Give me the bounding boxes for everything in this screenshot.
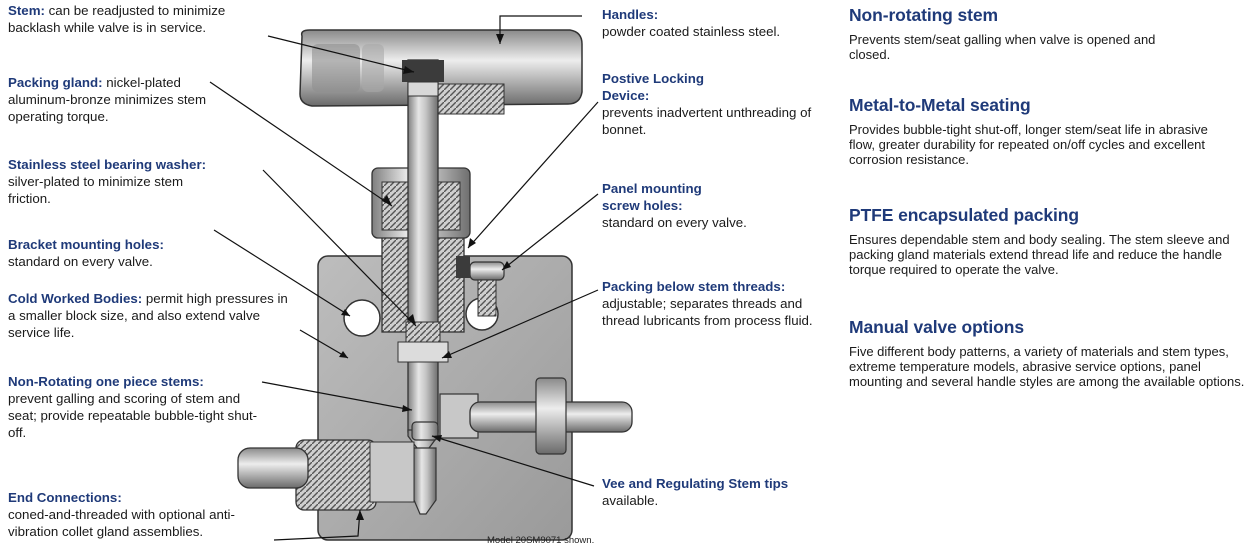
callout-non-rotating-stems-title: Non-Rotating one piece stems:: [8, 374, 204, 389]
callout-end-connections-title: End Connections:: [8, 490, 122, 505]
feature-title: Non-rotating stem: [849, 5, 998, 25]
callout-packing-below-text: adjustable; separates threads and thread…: [602, 296, 813, 328]
callout-handles: Handles: powder coated stainless steel.: [602, 6, 832, 40]
feature-text: Ensures dependable stem and body sealing…: [849, 232, 1230, 277]
stem: [407, 59, 439, 433]
feature-metal-seating: Metal-to-Metal seating Provides bubble-t…: [849, 95, 1249, 167]
feature-text: Provides bubble-tight shut-off, longer s…: [849, 122, 1208, 167]
callout-bearing-washer-text: silver-plated to minimize stem friction.: [8, 174, 184, 206]
feature-non-rotating-stem: Non-rotating stem Prevents stem/seat gal…: [849, 5, 1249, 62]
callout-packing-below-title: Packing below stem threads:: [602, 279, 786, 294]
callout-packing-gland-text: nickel-plated aluminum-bronze minimizes …: [8, 75, 207, 124]
feature-title: Metal-to-Metal seating: [849, 95, 1031, 115]
callout-non-rotating-stems-text: prevent galling and scoring of stem and …: [8, 391, 258, 440]
callout-non-rotating-stems: Non-Rotating one piece stems: prevent gal…: [8, 373, 270, 441]
callout-end-connections: End Connections: coned-and-threaded with …: [8, 489, 278, 540]
callout-cold-worked-title: Cold Worked Bodies:: [8, 291, 143, 306]
callout-handles-title: Handles:: [602, 7, 659, 22]
callout-end-connections-text: coned-and-threaded with optional anti-vi…: [8, 507, 235, 539]
callout-panel-holes-title: Panel mounting screw holes:: [602, 181, 702, 213]
feature-ptfe-packing: PTFE encapsulated packing Ensures depend…: [849, 205, 1249, 277]
callout-stem: Stem: can be readjusted to minimize back…: [8, 2, 270, 36]
feature-title: Manual valve options: [849, 317, 1024, 337]
callout-stem-text: can be readjusted to minimize backlash w…: [8, 3, 226, 35]
callout-handles-text: powder coated stainless steel.: [602, 24, 781, 39]
callout-packing-gland-title: Packing gland:: [8, 75, 103, 90]
callout-bracket-holes-title: Bracket mounting holes:: [8, 237, 164, 252]
feature-text: Five different body patterns, a variety …: [849, 344, 1245, 389]
callout-panel-holes-text: standard on every valve.: [602, 215, 747, 230]
callout-locking-device-title: Postive Locking Device:: [602, 71, 704, 103]
feature-text: Prevents stem/seat galling when valve is…: [849, 32, 1156, 62]
feature-title: PTFE encapsulated packing: [849, 205, 1079, 225]
callout-bracket-holes: Bracket mounting holes: standard on every…: [8, 236, 228, 270]
leader-lines: [209, 15, 599, 541]
callout-vee-tips: Vee and Regulating Stem tips available.: [602, 475, 817, 509]
leader-arrowheads: [339, 34, 511, 520]
callout-packing-below: Packing below stem threads: adjustable; …: [602, 278, 827, 329]
callout-locking-device-text: prevents inadvertent unthreading of bonn…: [602, 105, 812, 137]
callout-locking-device: Postive Locking Device:prevents inadvert…: [602, 70, 812, 138]
callout-bearing-washer: Stainless steel bearing washer: silver-pl…: [8, 156, 270, 207]
callout-stem-title: Stem:: [8, 3, 45, 18]
callout-bracket-holes-text: standard on every valve.: [8, 254, 153, 269]
callout-cold-worked-text: permit high pressures in a smaller block…: [8, 291, 288, 340]
feature-manual-options: Manual valve options Five different body…: [849, 317, 1249, 389]
callout-packing-gland: Packing gland: nickel-plated aluminum-br…: [8, 74, 243, 125]
packing: [397, 341, 449, 363]
callout-vee-tips-title: Vee and Regulating Stem tips: [602, 476, 789, 491]
callout-panel-holes: Panel mounting screw holes: standard on e…: [602, 180, 792, 231]
callout-bearing-washer-title: Stainless steel bearing washer:: [8, 157, 207, 172]
bracket-hole-left: [343, 299, 381, 337]
callout-cold-worked: Cold Worked Bodies: permit high pressure…: [8, 290, 293, 341]
callout-vee-tips-text: available.: [602, 493, 659, 508]
model-caption: Model 20SM9071 shown.: [487, 535, 595, 546]
